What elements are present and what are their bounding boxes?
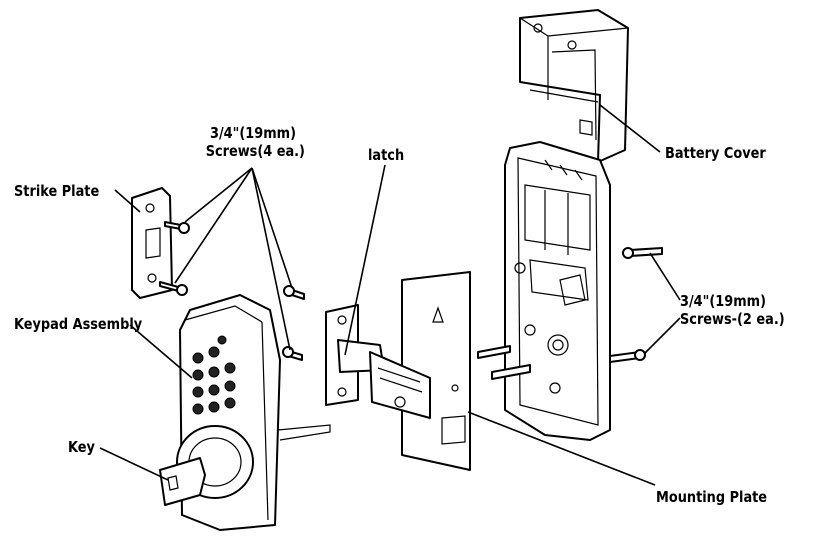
screws-right-count: Screws-(2 ea.) xyxy=(680,310,785,328)
battery-cover xyxy=(519,9,629,163)
latch-label: latch xyxy=(368,146,405,164)
screws-top-count: Screws(4 ea.) xyxy=(205,142,305,160)
keypad-buttons xyxy=(192,335,236,415)
battery-cover-label: Battery Cover xyxy=(665,144,766,162)
screws-right-size: 3/4"(19mm) xyxy=(680,292,767,310)
screws-top-size: 3/4"(19mm) xyxy=(209,124,296,142)
screws-right-label: 3/4"(19mm) Screws-(2 ea.) xyxy=(680,292,785,328)
keypad-assembly xyxy=(176,294,331,531)
mounting-plate-label: Mounting Plate xyxy=(656,488,768,506)
keypad-assembly-label: Keypad Assembly xyxy=(14,315,143,333)
lock-housing xyxy=(504,141,611,441)
key xyxy=(159,457,206,506)
mounting-plate xyxy=(401,271,471,471)
strike-plate-label: Strike Plate xyxy=(14,182,100,200)
screws xyxy=(159,221,663,380)
key-label: Key xyxy=(68,438,95,456)
strike-plate xyxy=(131,187,173,299)
leader-lines xyxy=(99,104,681,486)
screws-top-label: 3/4"(19mm) Screws(4 ea.) xyxy=(205,124,305,160)
